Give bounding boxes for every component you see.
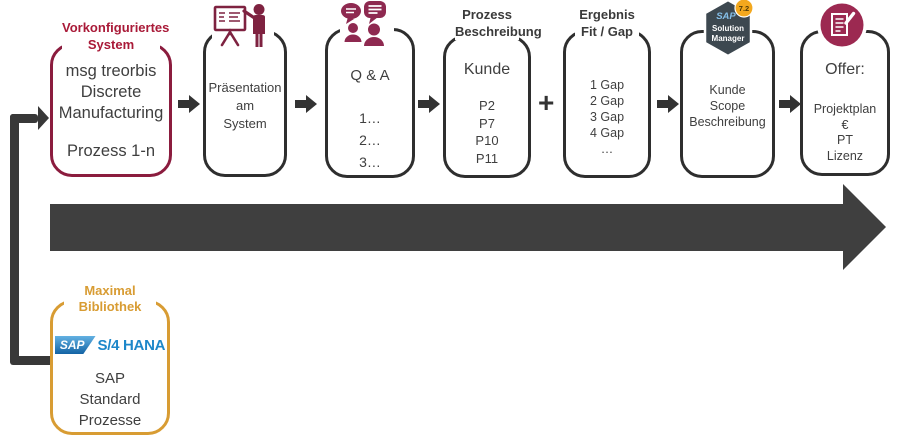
text-line: Lizenz [826,148,864,163]
flow-arrow-icon [657,95,679,118]
text-line: P11 [475,150,499,166]
text-line: PT [837,133,853,147]
stage-preconfigured-system-label: Vorkonfiguriertes System [62,19,170,53]
label-line: Fit / Gap [581,24,633,39]
stage-offer-title: Offer: [825,61,865,78]
text-line: P2 [479,98,495,113]
text-line: msg treorbis [65,62,157,80]
text-line: Discrete [80,83,142,101]
sap-logo-shape: SAP [54,336,96,354]
stage-offer-items: Projektplan € PT Lizenz [801,102,889,164]
stage-preconfigured-system-text: msg treorbis Discrete Manufacturing [51,61,171,124]
badge-name-line2: Manager [712,34,745,43]
badge-version-text: 7.2 [739,4,749,13]
presenter-icon [212,2,274,49]
label-line: Bibliothek [78,298,142,314]
library-text: SAP Standard Prozesse [51,368,169,431]
stage-qa-box [325,28,415,178]
flow-arrow-icon [178,95,200,118]
label-line: Maximal [84,283,136,298]
discussion-icon [340,0,394,47]
badge-name-line1: Solution [712,24,744,33]
stage-process-description-title: Kunde [463,61,511,78]
text-line: P10 [475,133,499,148]
flow-arrow-icon [295,95,317,118]
text-line: 3… [359,154,381,170]
timeline-arrow-head [843,184,886,270]
s4hana-logo-text: S/4 HANA [97,336,166,354]
stage-result-fitgap-label: Ergebnis Fit / Gap [575,6,639,40]
label-line: Prozess [462,7,512,22]
feedback-connector-vertical [10,114,19,364]
text-line: SAP [94,370,125,387]
text-line: 1 Gap [589,78,625,92]
stage-scope-text: Kunde Scope Beschreibung [681,82,774,130]
text-line: Prozesse [78,412,142,429]
text-line: 3 Gap [589,110,625,124]
flow-arrow-icon [418,95,440,118]
label-line: Vorkonfiguriertes [62,20,170,35]
text-line: 1… [359,110,381,126]
text-line: System [223,116,267,131]
label-line: System [87,37,135,52]
stage-presentation-text: Präsentation am System [204,79,286,133]
text-line: € [841,117,849,132]
sap-solution-manager-badge: SAP Solution Manager 7.2 [702,0,754,63]
text-line: Kunde [709,83,746,97]
label-line: Beschreibung [455,24,542,39]
flow-arrow-icon [779,95,801,118]
feedback-connector-top [10,114,38,123]
text-line: … [600,142,614,156]
plus-operator: + [538,87,555,118]
document-pencil-icon [817,0,867,50]
stage-qa-title: Q & A [350,67,390,84]
stage-preconfigured-system-footer: Prozess 1-n [66,142,156,160]
library-box [50,300,170,435]
stage-offer-box [800,30,890,176]
text-line: 4 Gap [589,126,625,140]
stage-process-description-box [443,35,531,178]
stage-presentation-box [203,30,287,177]
text-line: Projektplan [813,102,877,116]
text-line: 2 Gap [589,94,625,108]
text-line: Manufacturing [58,104,164,122]
stage-process-description-items: P2 P7 P10 P11 [444,97,530,167]
stage-qa-items: 1… 2… 3… [326,107,414,173]
feedback-connector-bottom [10,356,53,365]
label-line: Ergebnis [579,7,635,22]
library-label: Maximal Bibliothek [64,283,156,314]
text-line: Standard [79,391,141,408]
text-line: am [235,98,255,113]
stage-result-fitgap-box [563,30,651,178]
text-line: Beschreibung [689,115,766,129]
stage-result-fitgap-items: 1 Gap 2 Gap 3 Gap 4 Gap … [564,77,650,157]
feedback-connector-arrowhead [38,106,49,130]
text-line: P7 [479,115,495,131]
text-line: Scope [709,99,746,113]
text-line: Präsentation [208,80,282,95]
sap-s4hana-logo: SAP S/4 HANA [50,336,170,354]
timeline-arrow-body [50,204,843,251]
stage-process-description-label: Prozess Beschreibung [455,6,542,40]
text-line: 2… [359,132,381,148]
badge-brand-text: SAP [716,11,736,22]
